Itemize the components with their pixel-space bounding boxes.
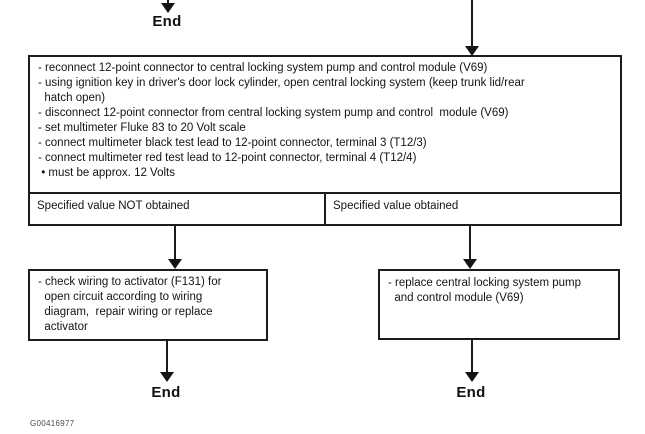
arrow-down-icon <box>465 372 479 382</box>
end-terminal-top: End <box>152 13 182 30</box>
text-line: • must be approx. 12 Volts <box>38 167 175 179</box>
left-result-box: - check wiring to activator (F131) for o… <box>28 269 268 341</box>
text-line: - disconnect 12-point connector from cen… <box>38 107 509 119</box>
text-line: - connect multimeter black test lead to … <box>38 137 427 149</box>
arrow-down-icon <box>463 259 477 269</box>
arrow-down-icon <box>160 372 174 382</box>
connector-line <box>469 226 471 260</box>
text-line: activator <box>38 321 88 333</box>
text-line: - reconnect 12-point connector to centra… <box>38 62 488 74</box>
arrow-down-icon <box>161 3 175 13</box>
figure-id: G00416977 <box>30 419 75 428</box>
text-line: - connect multimeter red test lead to 12… <box>38 152 417 164</box>
procedure-text: - reconnect 12-point connector to centra… <box>38 61 525 181</box>
text-line: - replace central locking system pump <box>388 277 582 289</box>
outcome-right-label: Specified value obtained <box>333 200 459 212</box>
connector-line <box>471 0 473 47</box>
text-line: - using ignition key in driver's door lo… <box>38 77 525 89</box>
left-result-text: - check wiring to activator (F131) for o… <box>38 275 221 335</box>
text-line: open circuit according to wiring <box>38 291 203 303</box>
outcome-left-label: Specified value NOT obtained <box>37 200 190 212</box>
connector-line <box>166 341 168 373</box>
arrow-down-icon <box>465 46 479 56</box>
right-result-text: - replace central locking system pump an… <box>388 276 581 306</box>
text-line: - set multimeter Fluke 83 to 20 Volt sca… <box>38 122 246 134</box>
connector-line <box>174 226 176 260</box>
procedure-box: - reconnect 12-point connector to centra… <box>28 55 622 226</box>
divider <box>324 192 326 224</box>
connector-line <box>167 0 169 4</box>
connector-line <box>471 340 473 373</box>
arrow-down-icon <box>168 259 182 269</box>
text-line: and control module (V69) <box>388 292 524 304</box>
right-result-box: - replace central locking system pump an… <box>378 269 620 340</box>
text-line: diagram, repair wiring or replace <box>38 306 213 318</box>
end-terminal-left: End <box>151 384 181 401</box>
end-terminal-right: End <box>456 384 486 401</box>
text-line: - check wiring to activator (F131) for <box>38 276 222 288</box>
text-line: hatch open) <box>38 92 106 104</box>
